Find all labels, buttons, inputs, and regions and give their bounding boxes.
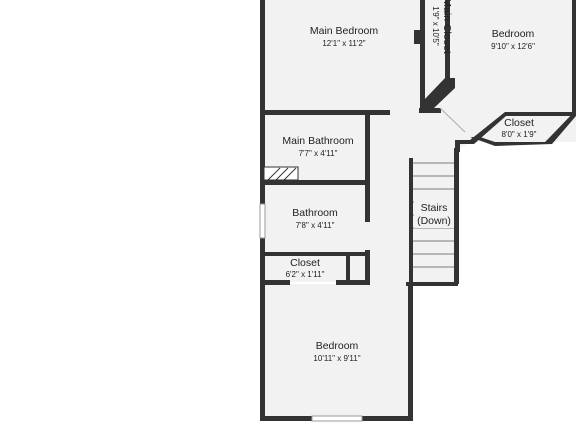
room-name: Stairs [421,202,448,214]
room-stairs: Stairs (Down) [414,198,454,228]
room-name: Main Closet [441,0,453,54]
room-dims: 12'1" x 11'2" [322,39,365,48]
room-name: Bathroom [292,207,338,219]
floor-areas [262,0,576,420]
room-dims: 10'11" x 9'11" [313,354,360,363]
room-dims: 7'7" x 4'11" [299,149,338,158]
walls [260,0,576,421]
room-closet-ne: Closet 8'0" x 1'9" [502,117,537,139]
room-name: Closet [290,257,320,269]
room-bedroom-s: Bedroom 10'11" x 9'11" [313,340,360,363]
room-bedroom-ne: Bedroom 9'10" x 12'6" [491,28,535,51]
room-name: Closet [504,117,534,129]
room-name: Main Bathroom [282,135,353,147]
room-dims: 9'10" x 12'6" [491,42,535,51]
room-main-bathroom: Main Bathroom 7'7" x 4'11" [282,135,353,158]
room-name: Bedroom [316,340,359,352]
room-name: Bedroom [492,28,535,40]
room-dims: 8'0" x 1'9" [502,130,537,139]
stairs-direction: (Down) [417,215,451,227]
room-main-closet: Main Closet 1'9" x 10'5" [431,0,453,54]
windows [259,107,466,422]
room-dims: 1'9" x 10'5" [431,6,440,46]
room-name: Main Bedroom [310,25,379,37]
room-main-bedroom: Main Bedroom 12'1" x 11'2" [310,25,379,48]
room-dims: 6'2" x 1'11" [286,270,325,279]
room-closet-w: Closet 6'2" x 1'11" [286,257,325,279]
room-bathroom: Bathroom 7'8" x 4'11" [292,207,338,230]
room-dims: 7'8" x 4'11" [296,221,335,230]
